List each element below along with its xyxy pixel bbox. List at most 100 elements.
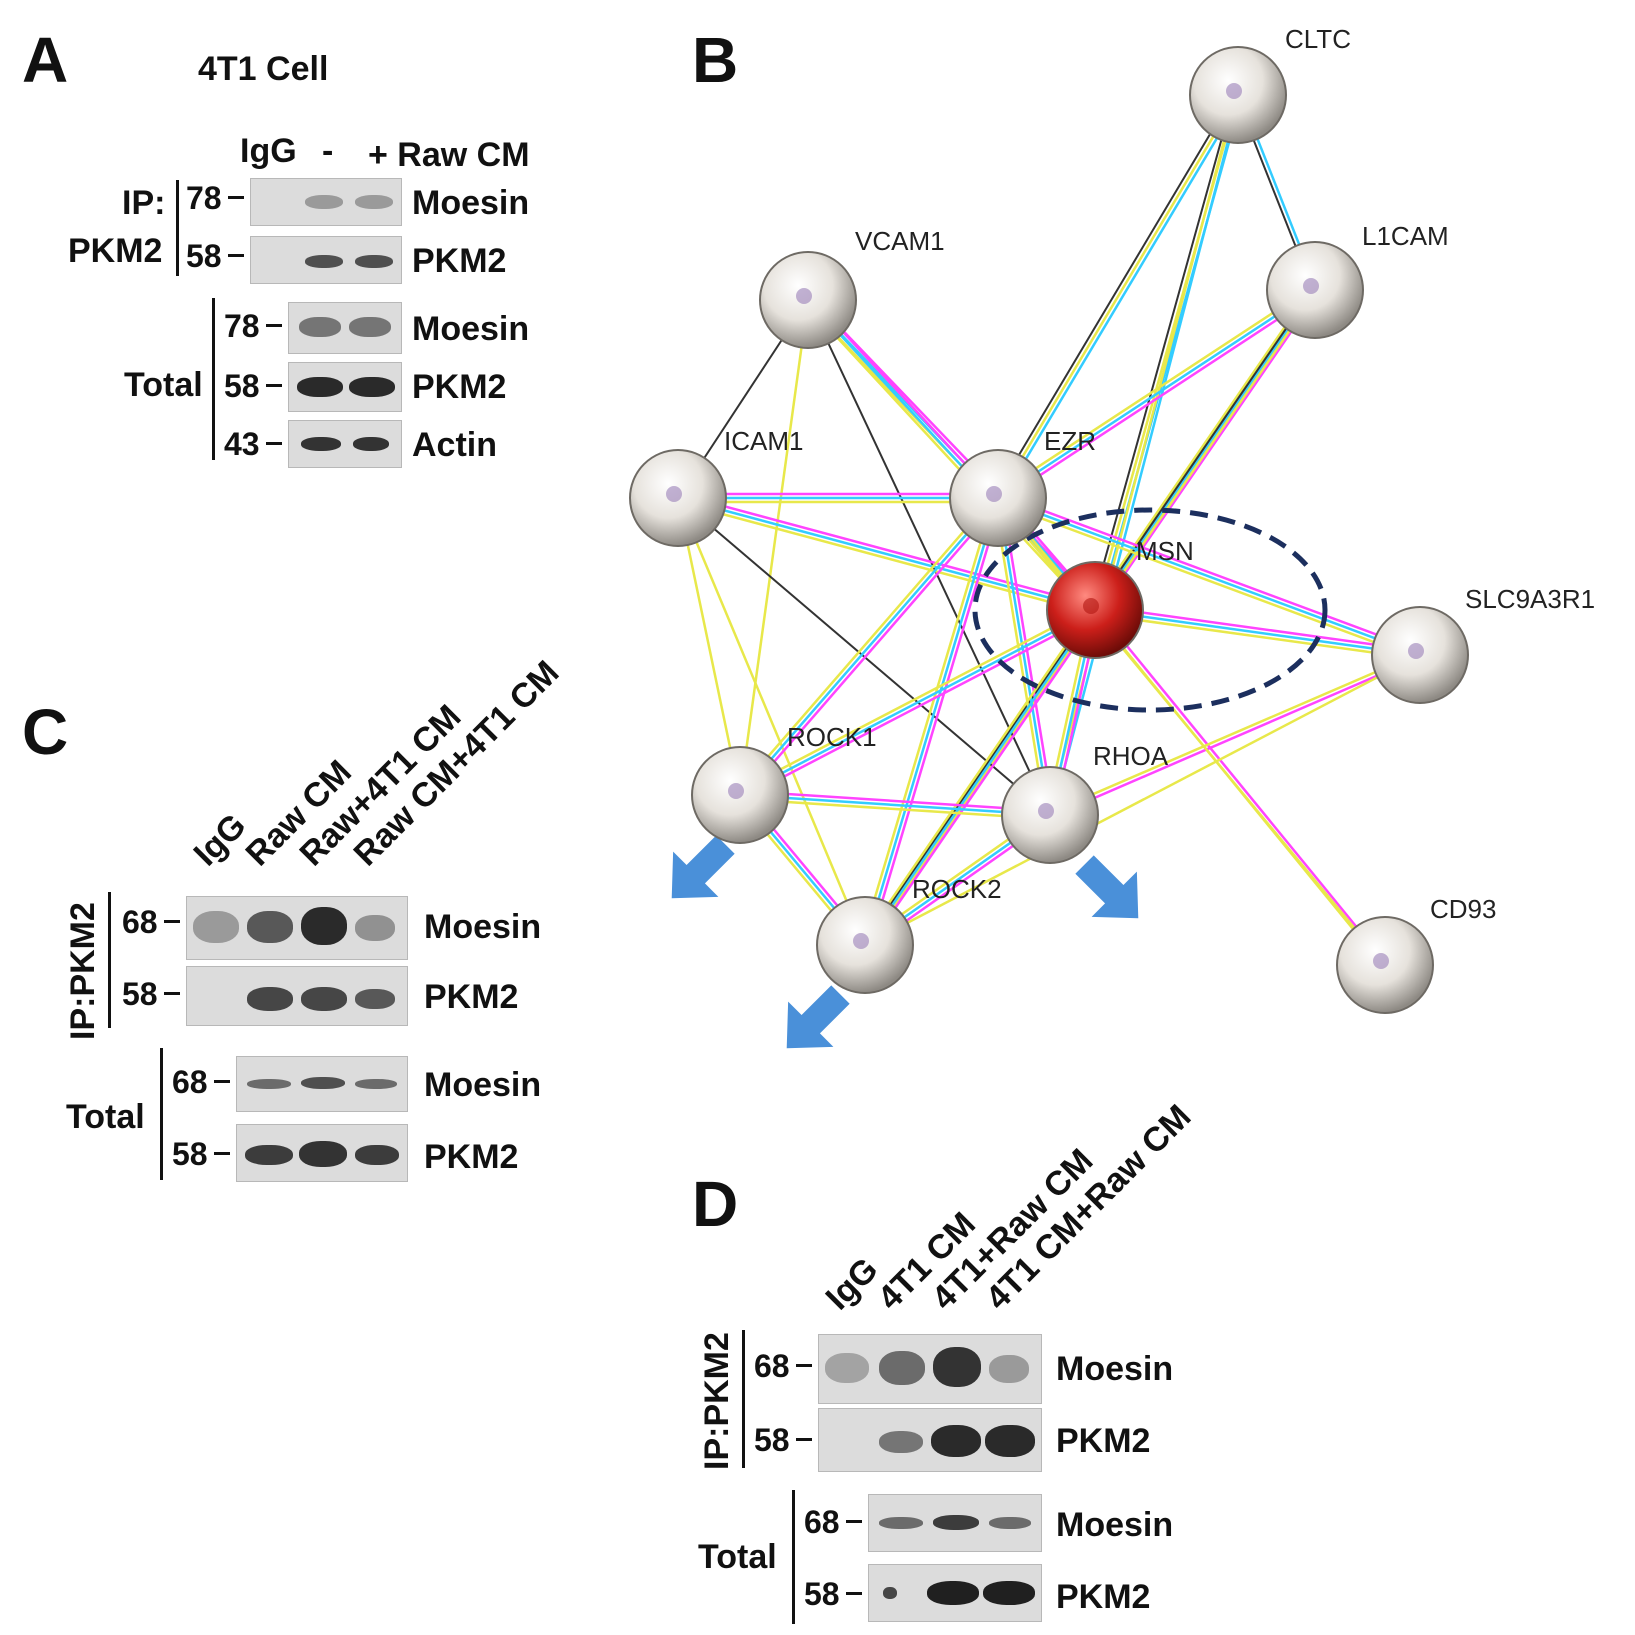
panel-a-ip-label-2: PKM2 bbox=[68, 232, 163, 270]
node-structure-l1cam bbox=[1303, 278, 1319, 294]
edge-ezr-rock2 bbox=[859, 496, 996, 945]
panel-d-total-label: Total bbox=[698, 1538, 777, 1576]
panel-c-band-name: PKM2 bbox=[424, 1138, 519, 1176]
panel-c-mw: 68 bbox=[122, 904, 158, 940]
node-label-l1cam: L1CAM bbox=[1362, 221, 1449, 251]
edge-ezr-rock1 bbox=[742, 499, 1002, 799]
panel-d-mw: 58 bbox=[754, 1422, 790, 1458]
edge-msn-slc9a3r1 bbox=[1095, 604, 1421, 653]
panel-a-mw: 43 bbox=[224, 426, 260, 462]
edge-msn-rock1 bbox=[741, 612, 1098, 800]
arrow-rock2 bbox=[786, 985, 850, 1049]
arrow-rock1 bbox=[671, 835, 735, 899]
edge-ezr-rhoa bbox=[992, 498, 1048, 816]
panel-a-mw: 78 bbox=[224, 308, 260, 344]
node-label-rhoa: RHOA bbox=[1093, 741, 1169, 771]
panel-c-letter: C bbox=[22, 696, 69, 768]
node-structure-vcam1 bbox=[796, 288, 812, 304]
edge-l1cam-msn bbox=[1097, 291, 1320, 613]
node-label-rock1: ROCK1 bbox=[787, 722, 877, 752]
edge-msn-cd93 bbox=[1095, 607, 1388, 965]
panel-a-lane-raw-cm: + Raw CM bbox=[368, 136, 530, 174]
edge-l1cam-ezr bbox=[995, 285, 1314, 496]
edge-icam1-msn bbox=[678, 492, 1097, 608]
edge-cltc-msn bbox=[1090, 93, 1236, 610]
panel-a-blot-moesin-total bbox=[288, 302, 402, 354]
panel-c-tick bbox=[164, 920, 180, 923]
edge-ezr-rock1 bbox=[739, 497, 999, 796]
edge-vcam1-msn bbox=[804, 301, 1093, 614]
edge-msn-rock2 bbox=[863, 609, 1097, 946]
edge-ezr-slc9a3r1 bbox=[998, 493, 1422, 653]
panel-c-tick bbox=[164, 992, 180, 995]
panel-d-blot-pkm2-total bbox=[868, 1564, 1042, 1622]
node-structure-msn bbox=[1083, 598, 1099, 614]
node-label-vcam1: VCAM1 bbox=[855, 226, 945, 256]
panel-d-total-bracket bbox=[792, 1490, 795, 1624]
node-label-cltc: CLTC bbox=[1285, 24, 1351, 54]
node-structure-cd93 bbox=[1373, 953, 1389, 969]
panel-c-tick bbox=[214, 1152, 230, 1155]
edge-icam1-rock2 bbox=[676, 497, 867, 946]
panel-c-ip-bracket bbox=[108, 892, 111, 1028]
node-structure-slc9a3r1 bbox=[1408, 643, 1424, 659]
panel-d-band-name: PKM2 bbox=[1056, 1578, 1151, 1616]
panel-d-tick bbox=[796, 1438, 812, 1441]
node-label-slc9a3r1: SLC9A3R1 bbox=[1465, 584, 1595, 614]
node-structure-rock2 bbox=[853, 933, 869, 949]
panel-d-band-name: PKM2 bbox=[1056, 1422, 1151, 1460]
panel-d-tick bbox=[796, 1364, 812, 1367]
edge-rock1-rhoa bbox=[740, 789, 1051, 813]
panel-c-total-label: Total bbox=[66, 1098, 145, 1136]
panel-a-mw: 58 bbox=[186, 238, 222, 274]
panel-a-band-name: PKM2 bbox=[412, 242, 507, 280]
edge-msn-rock1 bbox=[737, 605, 1094, 793]
panel-c-mw: 58 bbox=[172, 1136, 208, 1172]
panel-d-band-name: Moesin bbox=[1056, 1350, 1174, 1388]
panel-a-lane-igg: IgG bbox=[240, 132, 297, 170]
panel-c-blot-moesin-ip bbox=[186, 896, 408, 960]
edge-msn-slc9a3r1 bbox=[1094, 612, 1420, 661]
edge-ezr-cd93 bbox=[997, 497, 1386, 966]
node-structure-ezr bbox=[986, 486, 1002, 502]
edge-ezr-rock1 bbox=[736, 494, 996, 794]
edge-vcam1-msn bbox=[810, 296, 1099, 609]
edge-ezr-rock2 bbox=[863, 497, 1000, 946]
edge-cltc-ezr bbox=[1000, 96, 1243, 501]
panel-a-mw: 78 bbox=[186, 180, 222, 216]
edge-icam1-msn bbox=[677, 496, 1096, 612]
panel-c-band-name: PKM2 bbox=[424, 978, 519, 1016]
edge-msn-rock1 bbox=[739, 608, 1096, 797]
panel-a-band-name: Moesin bbox=[412, 310, 530, 348]
panel-a-title: 4T1 Cell bbox=[198, 50, 329, 88]
edge-msn-slc9a3r1 bbox=[1094, 608, 1421, 657]
panel-a-band-name: PKM2 bbox=[412, 368, 507, 406]
edge-slc9a3r1-rhoa bbox=[1050, 655, 1422, 818]
panel-c-band-name: Moesin bbox=[424, 908, 542, 946]
edge-l1cam-ezr bbox=[999, 292, 1318, 503]
edge-slc9a3r1-rock2 bbox=[864, 653, 1421, 947]
node-structure-icam1 bbox=[666, 486, 682, 502]
panel-a-total-bracket bbox=[212, 298, 215, 460]
edge-vcam1-rock1 bbox=[738, 299, 810, 796]
node-structure-rock1 bbox=[728, 783, 744, 799]
panel-c-mw: 58 bbox=[122, 976, 158, 1012]
edge-rock1-rhoa bbox=[739, 797, 1050, 821]
panel-d-band-name: Moesin bbox=[1056, 1506, 1174, 1544]
panel-c-blot-moesin-total bbox=[236, 1056, 408, 1112]
edge-l1cam-ezr bbox=[997, 288, 1316, 500]
edge-msn-rock2 bbox=[867, 611, 1100, 948]
panel-c-blot-pkm2-total bbox=[236, 1124, 408, 1182]
panel-a-tick bbox=[266, 384, 282, 387]
panel-a-letter: A bbox=[22, 24, 69, 96]
panel-a-band-name: Actin bbox=[412, 426, 497, 464]
node-structure-cltc bbox=[1226, 83, 1242, 99]
panel-a-blot-moesin-ip bbox=[250, 178, 402, 226]
panel-c-ip-label: IP:PKM2 bbox=[64, 902, 102, 1040]
panel-a-tick bbox=[228, 196, 244, 199]
panel-d-blot-pkm2-ip bbox=[818, 1408, 1042, 1472]
panel-a-band-name: Moesin bbox=[412, 184, 530, 222]
panel-d-mw: 58 bbox=[804, 1576, 840, 1612]
node-label-ezr: EZR bbox=[1044, 426, 1096, 456]
